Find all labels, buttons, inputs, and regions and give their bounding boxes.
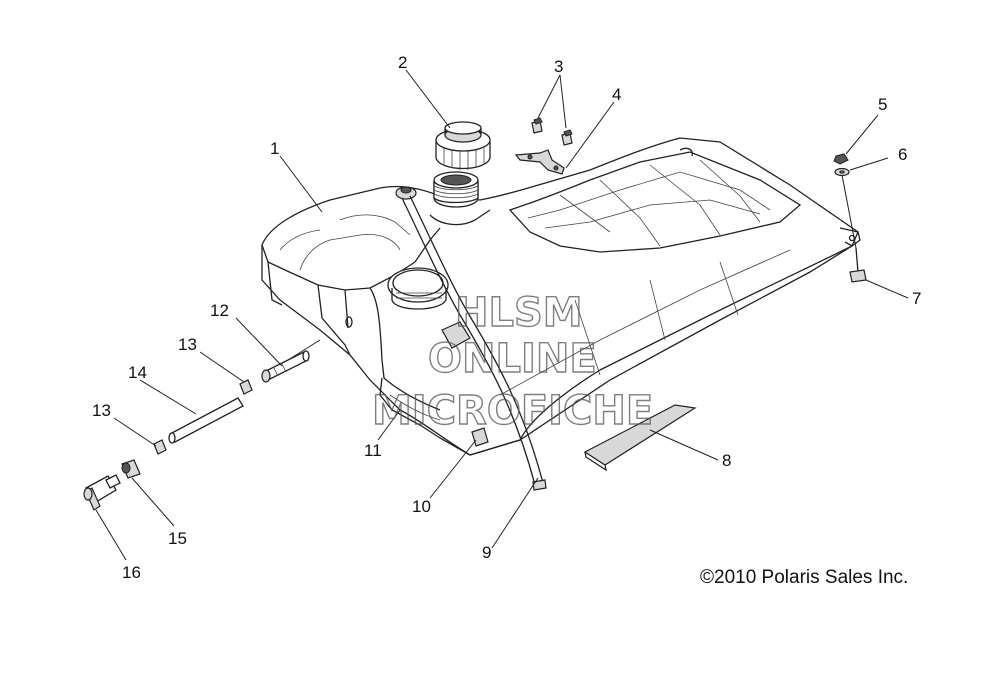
watermark-line-3: MICROFICHE — [372, 388, 653, 434]
callout-2: 2 — [398, 53, 407, 72]
callout-9: 9 — [482, 543, 491, 562]
callout-numbers: 1 2 3 4 5 6 7 8 9 10 11 12 13 13 14 15 1… — [92, 53, 921, 582]
vent-hose — [401, 195, 547, 491]
callout-11: 11 — [364, 441, 382, 460]
copyright-notice: ©2010 Polaris Sales Inc. — [700, 567, 909, 588]
washer — [834, 167, 850, 177]
watermark-line-1: HLSM — [455, 290, 583, 336]
callout-3: 3 — [554, 57, 563, 76]
pump-opening-ring — [387, 267, 449, 310]
callout-1: 1 — [270, 139, 279, 158]
callout-10: 10 — [412, 497, 431, 516]
retaining-bracket — [514, 149, 565, 175]
leader-lines — [95, 69, 909, 561]
filler-neck — [433, 171, 479, 208]
fuel-valve — [83, 474, 121, 511]
watermark-line-2: ONLINE — [428, 336, 597, 382]
callout-5: 5 — [878, 95, 887, 114]
mounting-bolt — [849, 247, 867, 283]
callout-13-lower: 13 — [92, 401, 111, 420]
callout-6: 6 — [898, 145, 907, 164]
fuel-line — [168, 397, 244, 444]
callout-15: 15 — [168, 529, 187, 548]
bolt-left — [531, 117, 543, 134]
callout-8: 8 — [722, 451, 731, 470]
outlet-fitting — [261, 350, 310, 383]
callout-4: 4 — [612, 85, 621, 104]
hose-clamp-upper — [239, 379, 253, 395]
callout-14: 14 — [128, 363, 147, 382]
grommet — [121, 459, 141, 479]
callout-13-upper: 13 — [178, 335, 197, 354]
watermark: HLSM ONLINE MICROFICHE — [371, 289, 654, 434]
fuel-cap — [435, 121, 491, 170]
callout-12: 12 — [210, 301, 229, 320]
hose-clamp-lower — [153, 439, 167, 455]
bolt-right — [561, 129, 573, 146]
callout-16: 16 — [122, 563, 141, 582]
nut — [833, 153, 849, 165]
foam-pad — [583, 404, 697, 472]
callout-7: 7 — [912, 289, 921, 308]
